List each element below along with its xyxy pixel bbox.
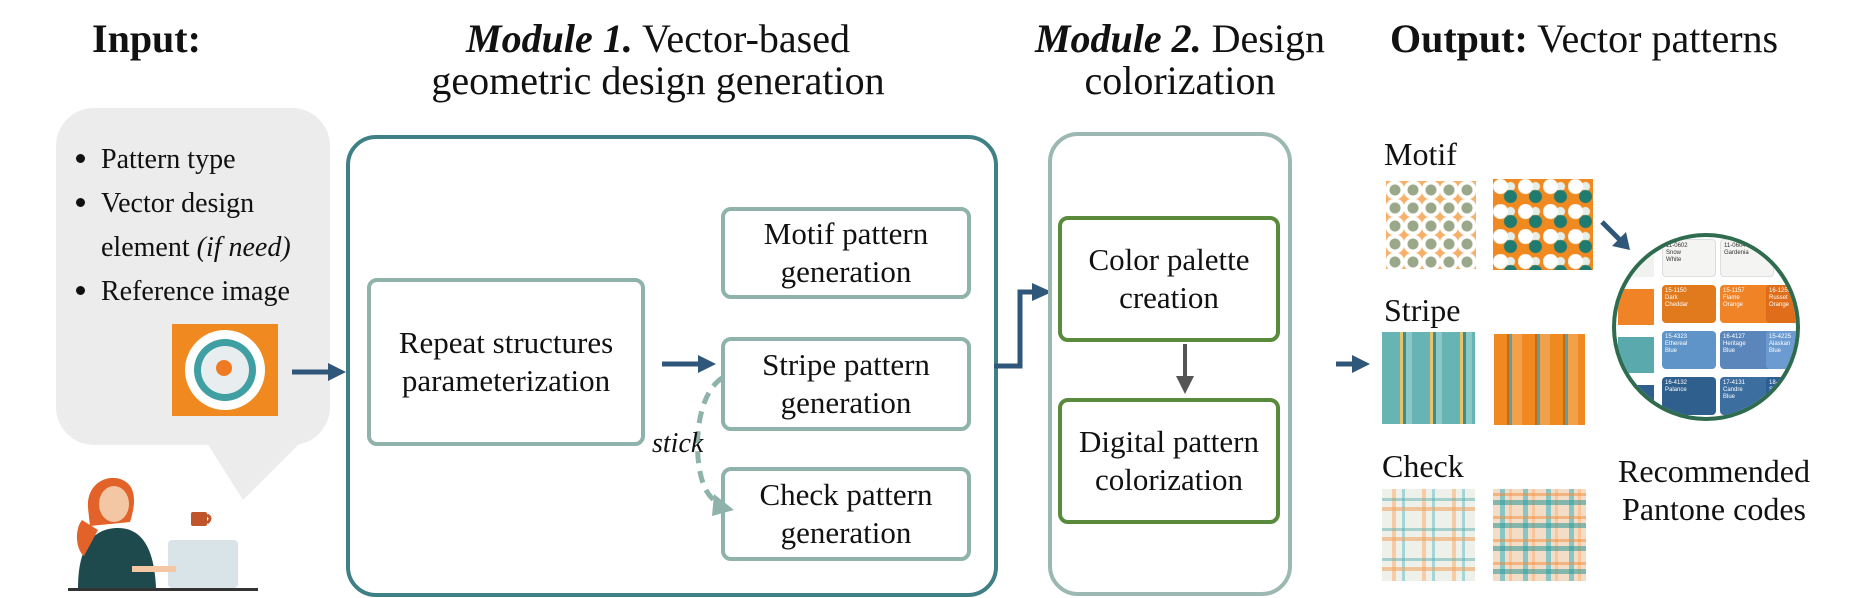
- check-label: Check: [1382, 448, 1464, 484]
- stripe-label: Stripe: [1384, 292, 1461, 328]
- arrow-input-to-module1: [292, 363, 346, 381]
- pantone-label: Recommended Pantone codes: [1618, 453, 1810, 527]
- pantone-swatch-teal: [1618, 337, 1654, 373]
- check-pattern-sample-1: [1382, 489, 1475, 581]
- module1-header: Module 1. Vector-based geometric design …: [431, 16, 885, 103]
- pantone-swatch-orange: [1618, 289, 1654, 325]
- pantone-chip: 16-1255 Russet Orange: [1766, 285, 1796, 323]
- input-header: Input:: [92, 16, 201, 61]
- output-header: Output: Vector patterns: [1390, 16, 1779, 61]
- module2-box: [1048, 132, 1292, 596]
- pantone-chip: 18-4051 Strong Blue: [1766, 377, 1796, 415]
- pantone-chip: 17-4131 Candre Blue: [1720, 377, 1774, 415]
- pantone-chip: 16-4132 Palance: [1662, 377, 1716, 415]
- check-pattern-sample-2: [1493, 489, 1586, 581]
- pantone-chip: 11-0602 Snow White: [1662, 239, 1716, 277]
- pantone-chip: 15-4225 Alaskan Blue: [1766, 331, 1796, 369]
- motif-pattern-sample-1: [1386, 181, 1476, 269]
- input-bubble-tail: [205, 440, 303, 500]
- pantone-chip: 15-4323 Ethereal Blue: [1662, 331, 1716, 369]
- input-item-vector-design: Vector design: [76, 182, 291, 226]
- motif-label: Motif: [1384, 136, 1457, 172]
- input-list: Pattern type Vector design element (if n…: [76, 138, 291, 314]
- module2-header: Module 2. Design colorization: [1034, 16, 1325, 103]
- pantone-chip: 16-4127 Heritage Blue: [1720, 331, 1774, 369]
- motif-pattern-sample-2: [1493, 179, 1593, 270]
- input-item-reference-image: Reference image: [76, 270, 291, 314]
- stick-label: stick: [652, 428, 704, 459]
- reference-image: [172, 324, 278, 416]
- person-illustration: [68, 477, 258, 591]
- arrow-palette-to-digital: [1176, 344, 1194, 394]
- pantone-swatch-navy: [1618, 385, 1654, 417]
- pantone-swatch-white: [1618, 241, 1654, 277]
- arrow-module1-to-module2: [994, 283, 1052, 369]
- input-item-pattern-type: Pattern type: [76, 138, 291, 182]
- stripe-pattern-sample-1: [1382, 332, 1475, 424]
- arrow-repeat-to-stripe: [662, 355, 716, 373]
- pantone-chip: 11-0604 Gardenia: [1720, 239, 1774, 277]
- stripe-pattern-sample-2: [1494, 334, 1585, 425]
- input-item-vector-design-line2: element (if need): [101, 232, 291, 263]
- pantone-chip: 15-1157 Flame Orange: [1720, 285, 1774, 323]
- arrow-module2-to-output: [1336, 355, 1370, 373]
- pantone-chart: 11-0602 Snow White 11-0604 Gardenia 15-1…: [1612, 233, 1800, 421]
- stick-dashed-arrow: [695, 375, 734, 516]
- pantone-chip: 15-1150 Dark Cheddar: [1662, 285, 1716, 323]
